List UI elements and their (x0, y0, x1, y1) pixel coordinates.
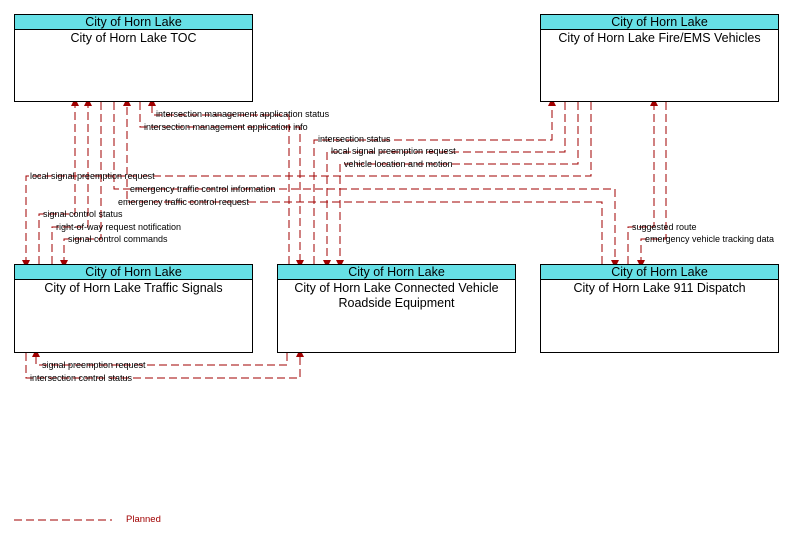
flow-label: intersection management application info (144, 122, 308, 132)
node-toc-title: City of Horn Lake TOC (70, 31, 197, 45)
flow-vehicle-location-and-motion (336, 102, 579, 268)
flow-emergency-traffic-control-request (123, 98, 603, 264)
node-signals-header: City of Horn Lake (15, 265, 252, 280)
flow-label: suggested route (632, 222, 697, 232)
flow-label: local signal preemption request (331, 146, 456, 156)
flow-label: signal preemption request (42, 360, 146, 370)
flow-local-signal-preemption-request-fire-cv (323, 102, 566, 268)
flow-suggested-route (627, 98, 658, 264)
flow-signal-control-status (38, 98, 79, 264)
node-toc-header: City of Horn Lake (15, 15, 252, 30)
flow-label: emergency vehicle tracking data (645, 234, 775, 244)
flow-emergency-traffic-control-information (113, 102, 619, 268)
flow-label: right-of-way request notification (56, 222, 182, 232)
flow-intersection-management-application-status (148, 98, 290, 264)
node-fire-title: City of Horn Lake Fire/EMS Vehicles (558, 31, 761, 45)
flow-label: intersection control status (30, 373, 133, 383)
node-signals-title: City of Horn Lake Traffic Signals (44, 281, 223, 295)
flow-right-of-way-request-notification (51, 98, 92, 264)
flow-intersection-management-application-info (139, 102, 304, 268)
node-cv-header: City of Horn Lake (278, 265, 515, 280)
flow-label: intersection management application stat… (156, 109, 330, 119)
node-toc: City of Horn Lake City of Horn Lake TOC (14, 14, 253, 102)
flow-label: emergency traffic control information (130, 184, 276, 194)
node-dispatch-title: City of Horn Lake 911 Dispatch (573, 281, 746, 295)
flow-label: signal control commands (68, 234, 168, 244)
flow-signal-control-commands (60, 102, 102, 268)
flow-label: local signal preemption request (30, 171, 155, 181)
flow-signal-preemption-request (32, 349, 288, 366)
legend-label: Planned (126, 514, 161, 525)
flow-label: emergency traffic control request (118, 197, 249, 207)
flow-label: signal control status (43, 209, 123, 219)
flow-emergency-vehicle-tracking-data (637, 102, 667, 268)
node-connected-vehicle-rse: City of Horn Lake City of Horn Lake Conn… (277, 264, 516, 353)
flow-label: intersection status (318, 134, 391, 144)
node-traffic-signals: City of Horn Lake City of Horn Lake Traf… (14, 264, 253, 353)
node-dispatch-header: City of Horn Lake (541, 265, 778, 280)
flow-intersection-status (313, 98, 556, 264)
node-911-dispatch: City of Horn Lake City of Horn Lake 911 … (540, 264, 779, 353)
node-fire-ems-vehicles: City of Horn Lake City of Horn Lake Fire… (540, 14, 779, 102)
flow-local-signal-preemption-request-fire-signals (22, 102, 592, 268)
node-fire-header: City of Horn Lake (541, 15, 778, 30)
node-cv-title: City of Horn Lake Connected Vehicle Road… (294, 281, 499, 310)
flow-label: vehicle location and motion (344, 159, 453, 169)
flow-intersection-control-status (25, 349, 304, 379)
